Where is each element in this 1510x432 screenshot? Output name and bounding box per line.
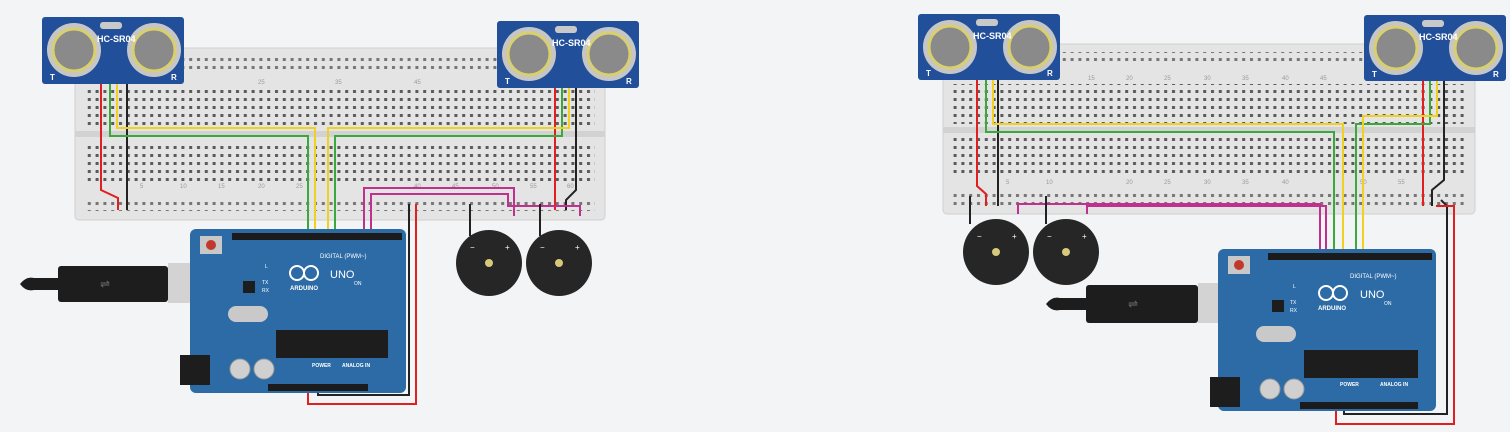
svg-text:UNO: UNO bbox=[330, 269, 355, 281]
wires bbox=[969, 80, 1455, 425]
usb-icon: ⇌ bbox=[1128, 297, 1138, 311]
ultrasonic-sensor-left-1[interactable]: HC-SR04 T R bbox=[42, 17, 184, 84]
svg-text:DIGITAL (PWM~): DIGITAL (PWM~) bbox=[320, 254, 367, 260]
svg-text:ON: ON bbox=[1384, 301, 1392, 307]
svg-text:T: T bbox=[1372, 70, 1377, 79]
svg-text:25: 25 bbox=[1164, 180, 1171, 186]
ultrasonic-sensor-left-2[interactable]: HC-SR04 T R bbox=[497, 21, 639, 88]
svg-text:5: 5 bbox=[1006, 180, 1010, 186]
sensor-model-label: HC-SR04 bbox=[1419, 32, 1458, 42]
svg-text:+: + bbox=[575, 243, 580, 252]
svg-text:ANALOG IN: ANALOG IN bbox=[1380, 382, 1408, 388]
svg-text:T: T bbox=[926, 69, 931, 78]
piezo-buzzer-left-1[interactable]: − + bbox=[456, 230, 522, 296]
ultrasonic-sensor-right-1[interactable]: HC-SR04 T R bbox=[918, 14, 1060, 80]
svg-text:40: 40 bbox=[1282, 76, 1289, 82]
svg-text:ON: ON bbox=[354, 281, 362, 287]
svg-text:ARDUINO: ARDUINO bbox=[290, 286, 318, 292]
svg-text:R: R bbox=[1047, 69, 1053, 78]
atmega-chip bbox=[1304, 350, 1418, 378]
svg-text:TX: TX bbox=[262, 280, 269, 286]
svg-text:+: + bbox=[505, 243, 510, 252]
svg-text:25: 25 bbox=[1164, 76, 1171, 82]
sensor-model-label: HC-SR04 bbox=[973, 31, 1012, 41]
svg-text:15: 15 bbox=[1088, 76, 1095, 82]
svg-text:R: R bbox=[626, 77, 632, 86]
piezo-buzzer-right-1[interactable]: − + bbox=[963, 219, 1029, 285]
svg-text:R: R bbox=[1493, 70, 1499, 79]
svg-text:55: 55 bbox=[1398, 180, 1405, 186]
svg-text:+: + bbox=[1012, 232, 1017, 241]
svg-text:45: 45 bbox=[1320, 76, 1327, 82]
digital-header bbox=[232, 233, 402, 240]
svg-text:L: L bbox=[265, 264, 268, 270]
reset-button[interactable] bbox=[1234, 260, 1244, 270]
svg-text:25: 25 bbox=[296, 184, 303, 190]
svg-text:35: 35 bbox=[1242, 76, 1249, 82]
svg-text:ARDUINO: ARDUINO bbox=[1318, 306, 1346, 312]
svg-text:20: 20 bbox=[258, 184, 265, 190]
svg-text:−: − bbox=[977, 232, 982, 241]
atmega-chip bbox=[276, 330, 388, 358]
power-analog-header bbox=[1300, 402, 1418, 409]
svg-text:35: 35 bbox=[335, 80, 342, 86]
usb-icon: ⇌ bbox=[100, 277, 110, 291]
ultrasonic-sensor-right-2[interactable]: HC-SR04 T R bbox=[1364, 15, 1506, 81]
svg-text:POWER: POWER bbox=[1340, 382, 1359, 388]
svg-text:10: 10 bbox=[1046, 180, 1053, 186]
svg-text:ANALOG IN: ANALOG IN bbox=[342, 363, 370, 369]
svg-text:60: 60 bbox=[567, 184, 574, 190]
svg-text:T: T bbox=[505, 77, 510, 86]
svg-text:RX: RX bbox=[1290, 308, 1298, 314]
piezo-buzzer-left-2[interactable]: − + bbox=[526, 230, 592, 296]
svg-text:UNO: UNO bbox=[1360, 289, 1385, 301]
arduino-uno-board[interactable]: ARDUINO UNO DIGITAL (PWM~) POWER ANALOG … bbox=[1210, 249, 1436, 411]
svg-text:POWER: POWER bbox=[312, 363, 331, 369]
svg-text:45: 45 bbox=[414, 80, 421, 86]
svg-text:40: 40 bbox=[1282, 180, 1289, 186]
svg-text:TX: TX bbox=[1290, 300, 1297, 306]
svg-text:R: R bbox=[171, 73, 177, 82]
svg-text:35: 35 bbox=[1242, 180, 1249, 186]
svg-text:−: − bbox=[470, 243, 475, 252]
sensor-model-label: HC-SR04 bbox=[97, 34, 136, 44]
left-circuit: 10 25 35 45 5 10 15 20 25 40 45 50 55 60 bbox=[20, 17, 639, 405]
svg-text:T: T bbox=[50, 73, 55, 82]
svg-text:+: + bbox=[1082, 232, 1087, 241]
svg-text:DIGITAL (PWM~): DIGITAL (PWM~) bbox=[1350, 274, 1397, 280]
sensor-model-label: HC-SR04 bbox=[552, 38, 591, 48]
svg-text:30: 30 bbox=[1204, 180, 1211, 186]
svg-text:10: 10 bbox=[180, 184, 187, 190]
svg-text:30: 30 bbox=[1204, 76, 1211, 82]
svg-text:−: − bbox=[540, 243, 545, 252]
reset-button[interactable] bbox=[206, 240, 216, 250]
breadboard[interactable]: 10 25 35 45 5 10 15 20 25 40 45 50 55 60 bbox=[74, 47, 606, 221]
piezo-buzzer-right-2[interactable]: − + bbox=[1033, 219, 1099, 285]
svg-text:−: − bbox=[1047, 232, 1052, 241]
svg-text:20: 20 bbox=[1126, 180, 1133, 186]
right-circuit: 15 20 25 30 35 40 45 5 10 20 25 30 35 40… bbox=[918, 14, 1506, 425]
arduino-uno-board[interactable]: ARDUINO UNO DIGITAL (PWM~) POWER ANALOG … bbox=[180, 229, 406, 393]
svg-text:15: 15 bbox=[218, 184, 225, 190]
svg-text:55: 55 bbox=[530, 184, 537, 190]
svg-text:20: 20 bbox=[1126, 76, 1133, 82]
power-analog-header bbox=[268, 384, 368, 391]
svg-text:L: L bbox=[1293, 284, 1296, 290]
svg-text:RX: RX bbox=[262, 288, 270, 294]
svg-text:25: 25 bbox=[258, 80, 265, 86]
digital-header bbox=[1268, 253, 1432, 260]
svg-text:5: 5 bbox=[140, 184, 144, 190]
